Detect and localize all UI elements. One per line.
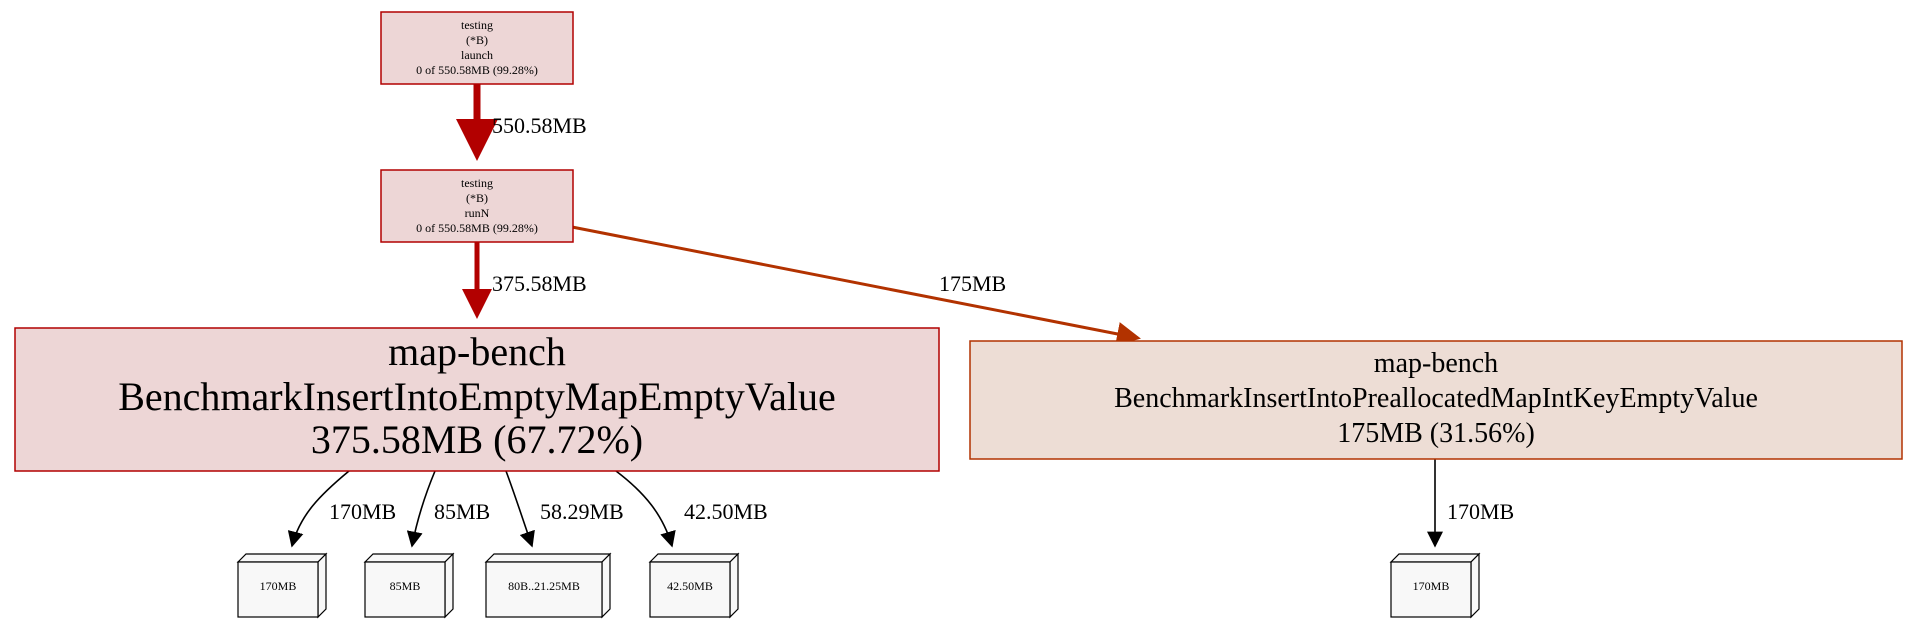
box-80b-21mb[interactable]: 80B..21.25MB [484, 552, 612, 619]
node-runN-line-1: testing [461, 176, 493, 190]
box-label-2: 85MB [390, 579, 421, 593]
node-empty-map-line-2: BenchmarkInsertIntoEmptyMapEmptyValue [118, 374, 836, 419]
edge-label-prealloc-to-box-5: 170MB [1447, 499, 1514, 524]
edge-empty-map-to-box-42mb[interactable]: 42.50MB [615, 470, 768, 548]
edge-label-empty-to-box-1: 170MB [329, 499, 396, 524]
edge-runN-to-prealloc-map[interactable]: 175MB [571, 225, 1141, 346]
box-170mb-left[interactable]: 170MB [236, 552, 328, 619]
box-label-4: 42.50MB [667, 579, 713, 593]
edge-label-empty-to-box-3: 58.29MB [540, 499, 624, 524]
node-testing-launch[interactable]: testing (*B) launch 0 of 550.58MB (99.28… [380, 11, 574, 85]
node-runN-line-3: runN [465, 206, 490, 220]
node-runN-line-4: 0 of 550.58MB (99.28%) [416, 221, 538, 235]
edge-empty-map-to-box-170mb[interactable]: 170MB [287, 470, 396, 548]
node-empty-map-line-1: map-bench [388, 329, 566, 374]
edge-label-empty-to-box-4: 42.50MB [684, 499, 768, 524]
edge-label-runN-to-prealloc-map: 175MB [939, 271, 1006, 296]
node-launch-line-4: 0 of 550.58MB (99.28%) [416, 63, 538, 77]
edge-prealloc-map-to-box-170mb[interactable]: 170MB [1427, 459, 1514, 548]
edge-launch-to-runN[interactable]: 550.58MB [456, 84, 587, 161]
node-runN-line-2: (*B) [466, 191, 488, 205]
node-benchmark-prealloc-map[interactable]: map-bench BenchmarkInsertIntoPreallocate… [969, 340, 1903, 460]
node-testing-runN[interactable]: testing (*B) runN 0 of 550.58MB (99.28%) [380, 169, 574, 243]
node-launch-line-2: (*B) [466, 33, 488, 47]
node-prealloc-map-line-2: BenchmarkInsertIntoPreallocatedMapIntKey… [1114, 383, 1758, 414]
edge-label-launch-to-runN: 550.58MB [492, 113, 587, 138]
edge-label-empty-to-box-2: 85MB [434, 499, 490, 524]
node-benchmark-empty-map[interactable]: map-bench BenchmarkInsertIntoEmptyMapEmp… [14, 327, 940, 472]
node-launch-line-1: testing [461, 18, 493, 32]
box-label-3: 80B..21.25MB [508, 579, 580, 593]
edge-empty-map-to-box-80b[interactable]: 58.29MB [505, 470, 624, 548]
edge-empty-map-to-box-85mb[interactable]: 85MB [406, 470, 490, 548]
box-label-1: 170MB [260, 579, 297, 593]
edge-runN-to-empty-map[interactable]: 375.58MB [462, 242, 587, 319]
box-170mb-right[interactable]: 170MB [1389, 552, 1481, 619]
node-prealloc-map-line-3: 175MB (31.56%) [1337, 418, 1535, 449]
node-empty-map-line-3: 375.58MB (67.72%) [311, 417, 643, 462]
node-launch-line-3: launch [461, 48, 493, 62]
box-85mb[interactable]: 85MB [363, 552, 455, 619]
edge-label-runN-to-empty-map: 375.58MB [492, 271, 587, 296]
box-42mb[interactable]: 42.50MB [648, 552, 740, 619]
node-prealloc-map-line-1: map-bench [1374, 348, 1498, 379]
box-label-5: 170MB [1413, 579, 1450, 593]
